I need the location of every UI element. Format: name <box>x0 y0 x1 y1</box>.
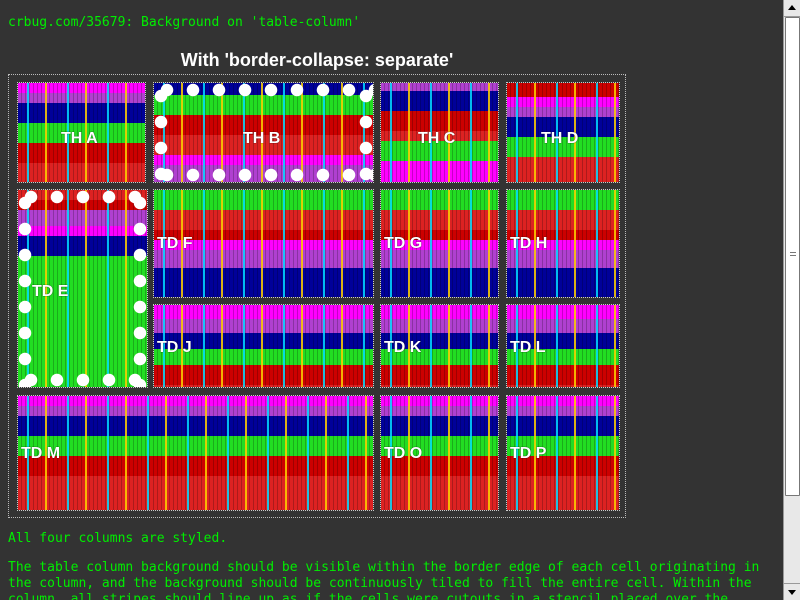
column-background <box>18 83 145 182</box>
arrow-up-icon <box>788 5 796 10</box>
cell-td-l: TD L <box>506 304 620 388</box>
scroll-down-button[interactable] <box>784 583 800 600</box>
cell-th-a: TH A <box>17 82 146 183</box>
cell-label: TD J <box>157 339 192 356</box>
cell-th-d: TH D <box>506 82 620 183</box>
description-line-2: The table column background should be vi… <box>8 560 760 575</box>
cell-td-h: TD H <box>506 189 620 298</box>
cell-label: TD O <box>384 445 423 462</box>
scroll-up-button[interactable] <box>784 0 800 17</box>
cell-label: TD E <box>32 283 69 300</box>
description-line-3: the column, and the background should be… <box>8 576 752 591</box>
cell-th-b: TH B <box>153 82 374 183</box>
column-background <box>154 305 373 387</box>
cell-label: TH A <box>61 130 98 147</box>
cell-label: TD G <box>384 235 423 252</box>
page-content: crbug.com/35679: Background on 'table-co… <box>8 15 760 600</box>
cell-label: TH D <box>541 130 579 147</box>
cell-td-m: TD M <box>17 395 374 511</box>
grip-icon <box>790 252 796 258</box>
scroll-thumb[interactable] <box>785 17 800 496</box>
vertical-scrollbar[interactable] <box>783 0 800 600</box>
column-background <box>381 190 498 297</box>
column-background <box>154 190 373 297</box>
cell-td-j: TD J <box>153 304 374 388</box>
description-line-1: All four columns are styled. <box>8 531 228 546</box>
table-caption: With 'border-collapse: separate' <box>180 50 454 70</box>
column-background <box>507 396 619 510</box>
arrow-down-icon <box>788 590 796 595</box>
cell-label: TD P <box>510 445 547 462</box>
column-background <box>381 396 498 510</box>
cell-label: TH B <box>243 130 281 147</box>
description-line-4: column, all stripes should line up as if… <box>8 592 729 600</box>
column-background <box>381 83 498 182</box>
cell-td-k: TD K <box>380 304 499 388</box>
cell-td-p: TD P <box>506 395 620 511</box>
column-background <box>507 305 619 387</box>
cell-label: TD F <box>157 235 193 252</box>
cell-label: TH C <box>418 130 456 147</box>
cell-label: TD H <box>510 235 548 252</box>
cell-td-f: TD F <box>153 189 374 298</box>
cell-td-g: TD G <box>380 189 499 298</box>
column-background <box>18 396 373 510</box>
cell-td-o: TD O <box>380 395 499 511</box>
cell-label: TD L <box>510 339 546 356</box>
column-background <box>381 305 498 387</box>
cell-label: TD M <box>21 445 61 462</box>
styled-table: TH A TH B TH C TH D TD E TD F TD G <box>8 74 626 518</box>
page-heading: crbug.com/35679: Background on 'table-co… <box>8 15 361 30</box>
column-background <box>507 83 619 182</box>
cell-th-c: TH C <box>380 82 499 183</box>
column-background <box>507 190 619 297</box>
cell-label: TD K <box>384 339 422 356</box>
cell-td-e: TD E <box>17 189 148 388</box>
